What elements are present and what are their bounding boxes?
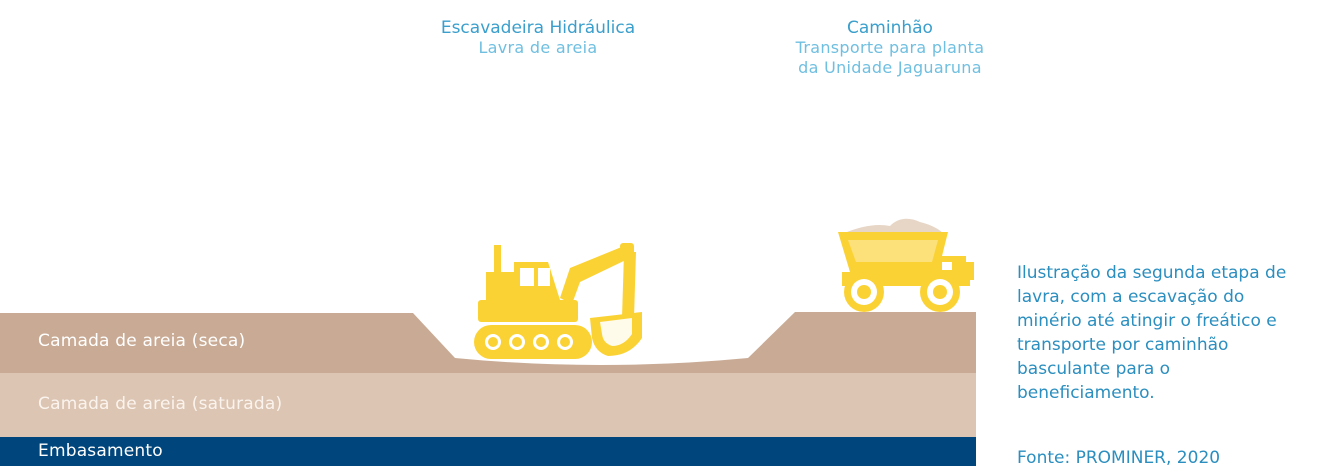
- excavator-icon: [474, 243, 642, 359]
- dump-truck-icon: [838, 218, 974, 312]
- dry-sand-layer-label: Camada de areia (seca): [38, 331, 246, 351]
- saturated-sand-layer: [0, 373, 976, 437]
- dry-sand-layer: [0, 312, 976, 373]
- bedrock-layer: [0, 437, 976, 466]
- bedrock-layer-label: Embasamento: [38, 441, 163, 461]
- truck-title: Caminhão: [847, 18, 933, 38]
- truck-subtitle-line1: Transporte para planta: [795, 38, 985, 57]
- truck-label: Caminhão Transporte para planta da Unida…: [770, 18, 1010, 78]
- excavator-label: Escavadeira Hidráulica Lavra de areia: [418, 18, 658, 58]
- truck-subtitle-line2: da Unidade Jaguaruna: [798, 58, 982, 77]
- figure-source: Fonte: PROMINER, 2020: [1017, 448, 1221, 468]
- excavator-title: Escavadeira Hidráulica: [440, 18, 636, 38]
- excavator-subtitle: Lavra de areia: [478, 38, 598, 57]
- saturated-sand-layer-label: Camada de areia (saturada): [38, 394, 283, 414]
- figure-caption: Ilustração da segunda etapa de lavra, co…: [1017, 263, 1287, 403]
